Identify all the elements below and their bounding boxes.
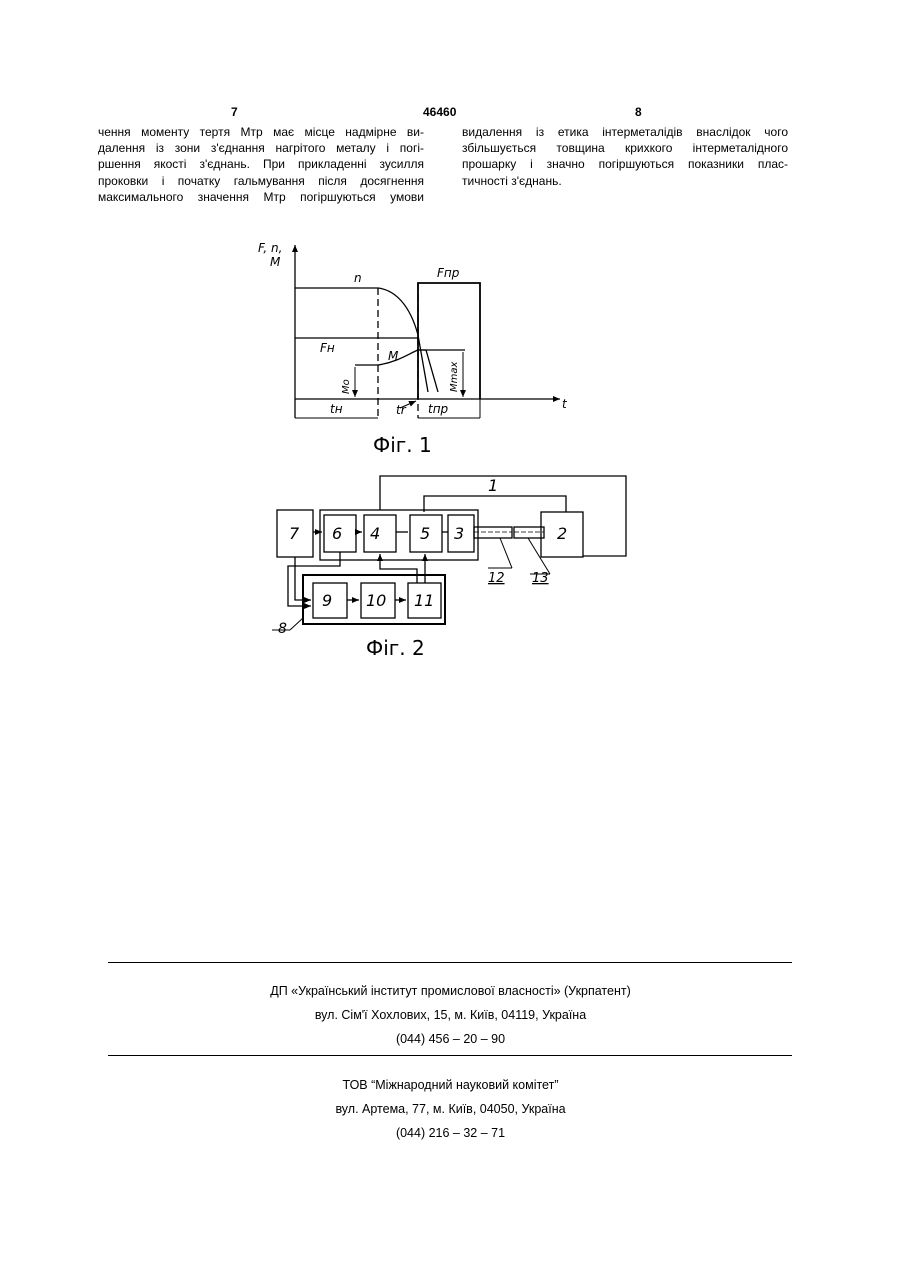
fig1-label-fn: Fн [320,341,335,355]
fig2-label-3: 3 [454,524,464,543]
footer-org2-address: вул. Артема, 77, м. Київ, 04050, Україна [0,1097,901,1121]
fig2-label-6: 6 [332,524,342,543]
footer-org2-phone: (044) 216 – 32 – 71 [0,1121,901,1145]
fig1-diagram: F, n, M t n Fпр Fн M Mо Mmax tн tr tпр [258,241,568,418]
fig1-y-label: F, n, [258,241,282,255]
fig1-caption: Фіг. 1 [373,433,432,457]
figures-drawing: F, n, M t n Fпр Fн M Mо Mmax tн tr tпр Ф… [0,0,901,700]
fig2-label-5: 5 [420,524,430,543]
fig1-label-n: n [354,271,362,285]
fig2-label-2: 2 [557,524,567,543]
fig1-y-label-m: M [270,255,281,269]
fig1-label-tr: tr [396,403,407,417]
fig2-label-1: 1 [488,476,498,495]
fig1-label-m: M [388,349,399,363]
footer-divider [108,962,792,963]
footer-org1-address: вул. Сім'ї Хохлових, 15, м. Київ, 04119,… [0,1003,901,1027]
footer-org1: ДП «Український інститут промислової вла… [0,979,901,1051]
fig2-label-12: 12 [488,571,505,586]
fig1-x-label: t [562,397,568,411]
footer-org1-name: ДП «Український інститут промислової вла… [0,979,901,1003]
fig2-label-11: 11 [414,591,434,610]
fig2-arrow-11-4 [380,554,417,583]
fig2-feedback-line-1 [380,476,626,556]
fig2-label-13: 13 [532,571,549,586]
fig2-label-7: 7 [289,524,300,543]
fig2-label-4: 4 [370,524,380,543]
fig2-label-8: 8 [278,621,287,637]
fig1-label-tn: tн [330,402,343,416]
footer-org2-name: ТОВ “Міжнародний науковий комітет” [0,1073,901,1097]
fig2-caption: Фіг. 2 [366,636,425,660]
fig2-shaft-12 [474,527,512,538]
fig2-label-10: 10 [366,591,386,610]
fig1-curve-n [295,288,428,392]
footer-org1-phone: (044) 456 – 20 – 90 [0,1027,901,1051]
fig1-label-tpr: tпр [428,402,449,416]
fig2-shaft-13 [514,527,544,538]
fig1-label-mmax: Mmax [449,362,460,392]
fig1-label-mo: Mо [341,379,352,394]
footer-org2: ТОВ “Міжнародний науковий комітет” вул. … [0,1073,901,1145]
fig1-label-fpr: Fпр [437,266,460,280]
fig2-label-9: 9 [322,591,332,610]
footer-divider [108,1055,792,1056]
